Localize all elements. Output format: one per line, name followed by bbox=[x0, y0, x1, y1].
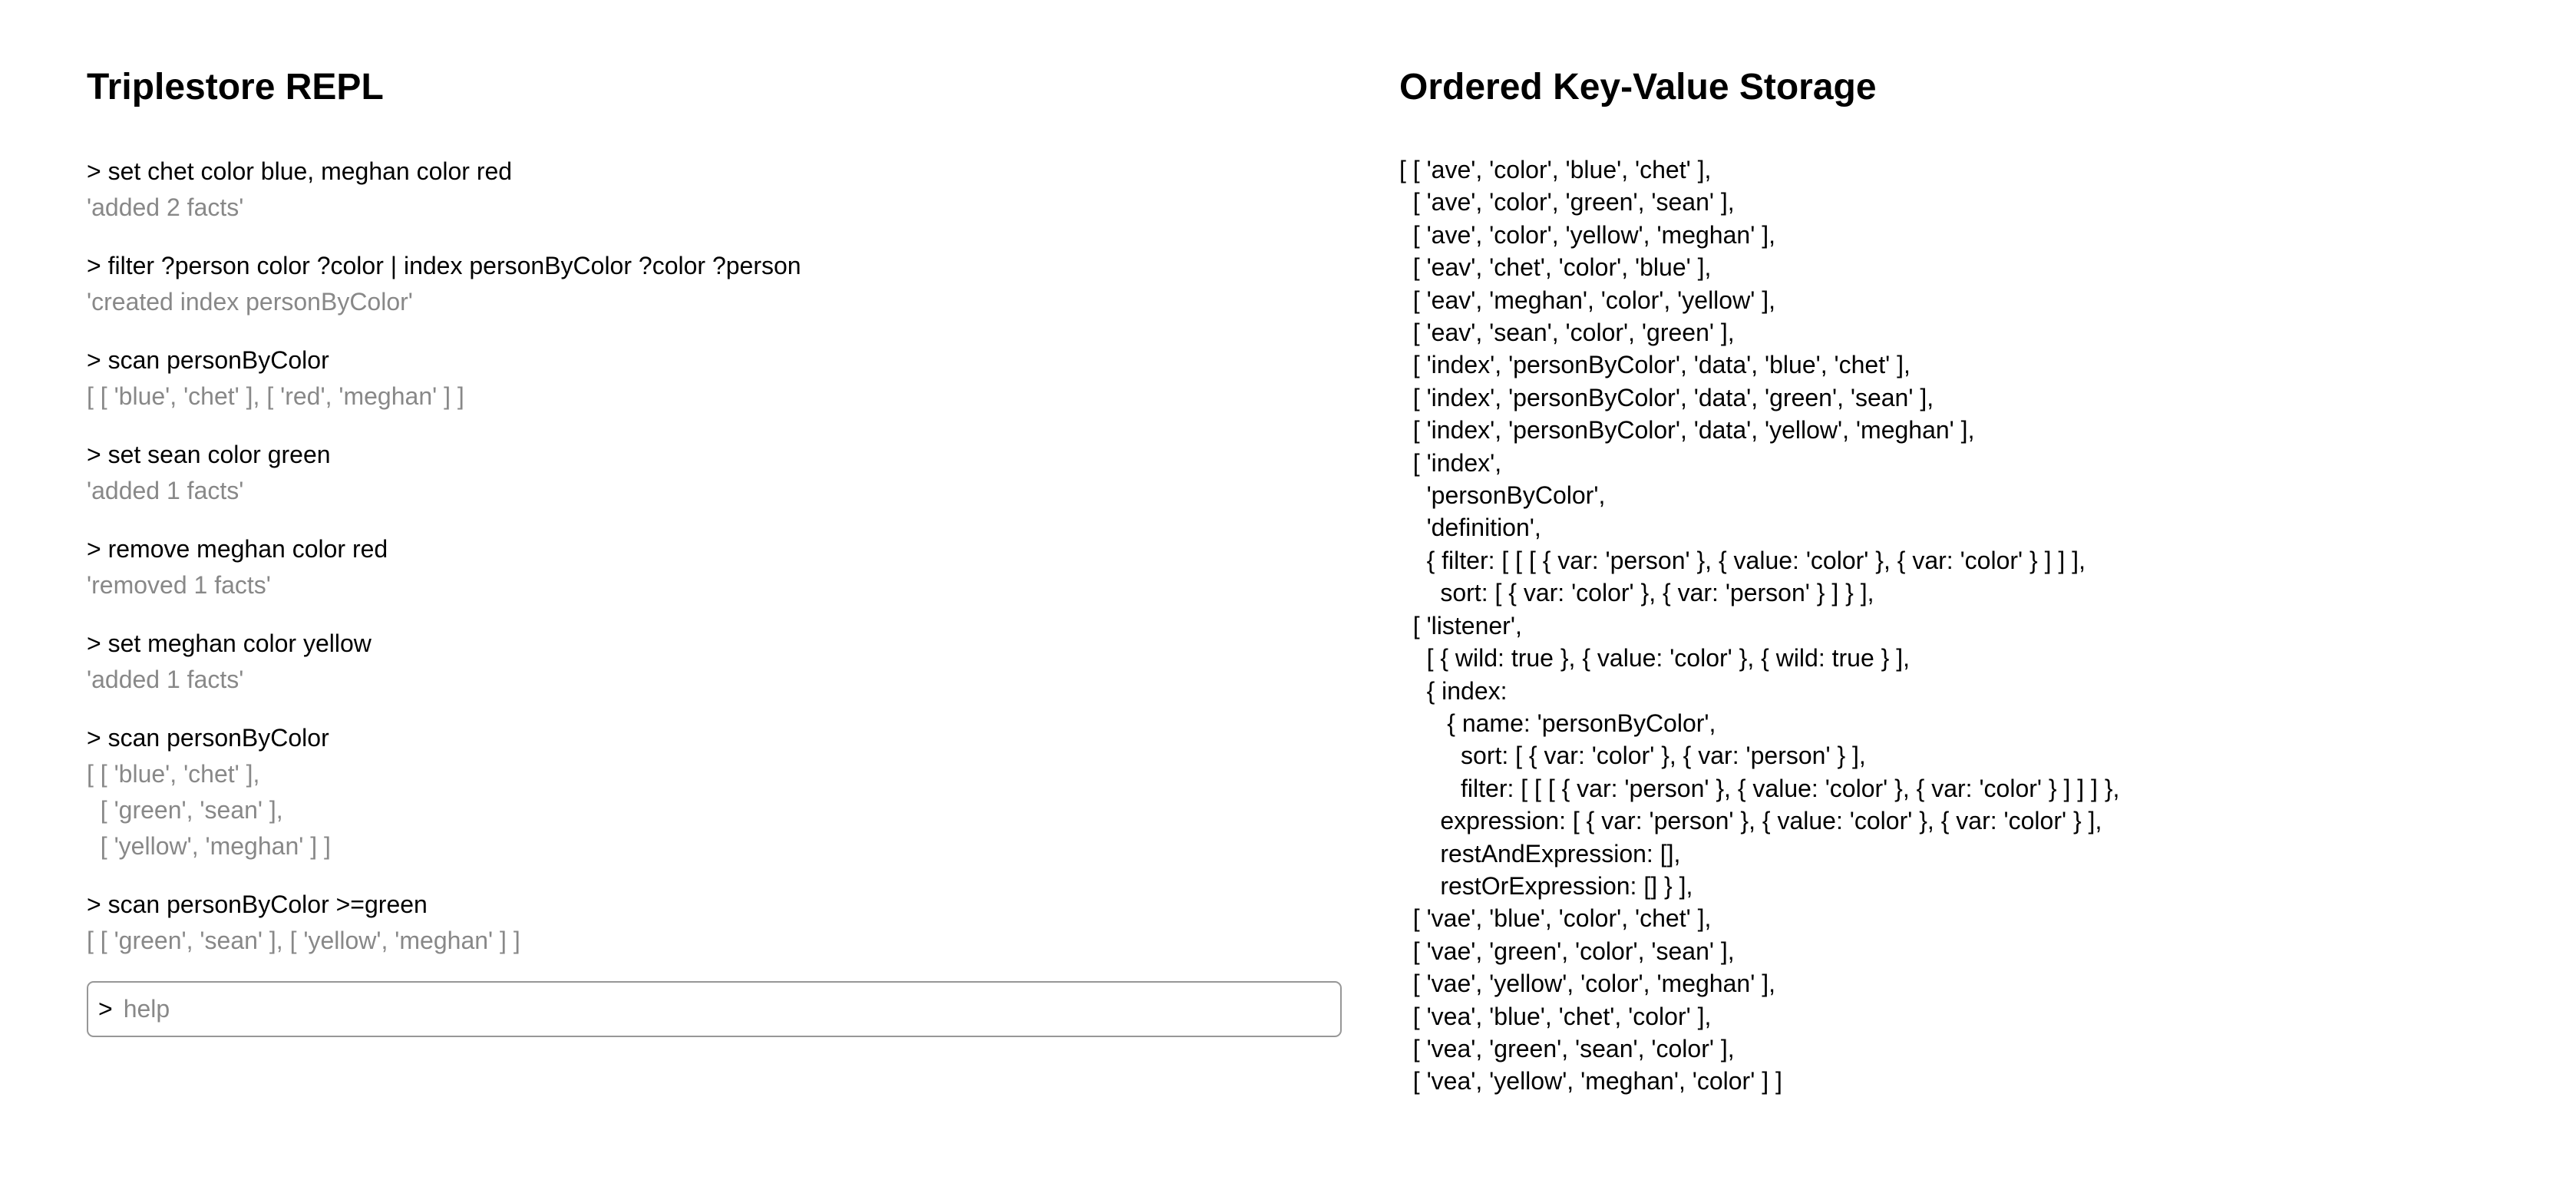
repl-result: 'added 2 facts' bbox=[87, 193, 244, 221]
repl-command: > scan personByColor >=green bbox=[87, 891, 428, 918]
repl-entry: > set meghan color yellow 'added 1 facts… bbox=[87, 626, 1392, 698]
repl-result: 'created index personByColor' bbox=[87, 288, 413, 316]
repl-command: > scan personByColor bbox=[87, 346, 329, 374]
storage-panel: Ordered Key-Value Storage [ [ 'ave', 'co… bbox=[1399, 66, 2566, 1098]
repl-panel: Triplestore REPL > set chet color blue, … bbox=[87, 66, 1392, 1037]
repl-result: 'added 1 facts' bbox=[87, 666, 244, 693]
storage-title: Ordered Key-Value Storage bbox=[1399, 67, 1877, 107]
repl-command: > remove meghan color red bbox=[87, 535, 388, 563]
repl-result: 'added 1 facts' bbox=[87, 477, 244, 504]
repl-input[interactable] bbox=[123, 995, 1325, 1023]
repl-entry: > scan personByColor [ [ 'blue', 'chet' … bbox=[87, 720, 1392, 864]
repl-entry: > scan personByColor >=green [ [ 'green'… bbox=[87, 887, 1392, 959]
repl-title: Triplestore REPL bbox=[87, 67, 384, 107]
repl-result: [ [ 'green', 'sean' ], [ 'yellow', 'megh… bbox=[87, 927, 520, 954]
repl-command: > scan personByColor bbox=[87, 724, 329, 752]
repl-entry: > set sean color green 'added 1 facts' bbox=[87, 437, 1392, 509]
repl-command: > set chet color blue, meghan color red bbox=[87, 157, 513, 185]
repl-command: > set sean color green bbox=[87, 441, 331, 468]
repl-entry: > scan personByColor [ [ 'blue', 'chet' … bbox=[87, 342, 1392, 415]
repl-entry: > set chet color blue, meghan color red … bbox=[87, 154, 1392, 226]
storage-content: [ [ 'ave', 'color', 'blue', 'chet' ], [ … bbox=[1399, 156, 2120, 1096]
repl-result: 'removed 1 facts' bbox=[87, 571, 271, 599]
repl-command: > set meghan color yellow bbox=[87, 630, 372, 657]
repl-result: [ [ 'blue', 'chet' ], [ 'red', 'meghan' … bbox=[87, 382, 464, 410]
repl-prompt: > bbox=[98, 995, 113, 1023]
repl-command: > filter ?person color ?color | index pe… bbox=[87, 252, 801, 279]
repl-entry: > filter ?person color ?color | index pe… bbox=[87, 248, 1392, 320]
repl-result: [ [ 'blue', 'chet' ], [ 'green', 'sean' … bbox=[87, 760, 331, 860]
repl-input-box[interactable]: > bbox=[87, 981, 1342, 1037]
repl-entry: > remove meghan color red 'removed 1 fac… bbox=[87, 531, 1392, 603]
